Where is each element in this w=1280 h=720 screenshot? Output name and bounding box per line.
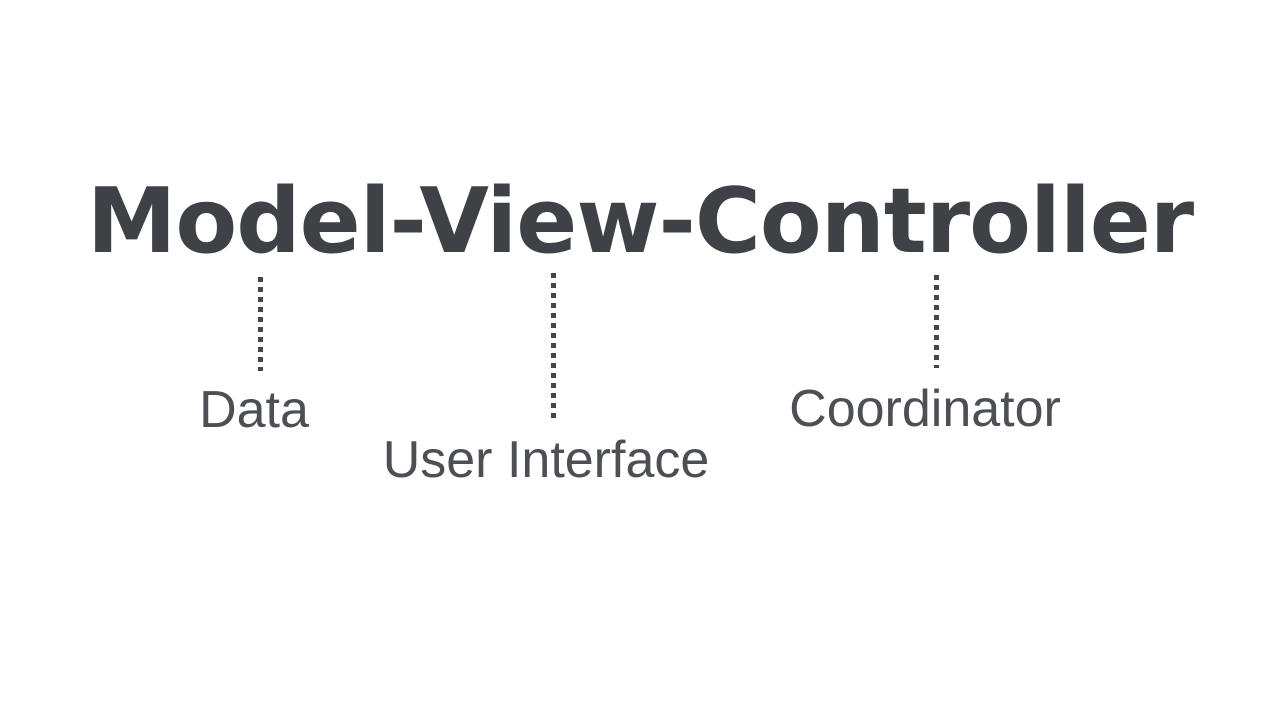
view-annotation-label: User Interface bbox=[382, 431, 710, 489]
diagram-title: Model-View-Controller bbox=[86, 169, 1194, 274]
model-annotation-label: Data bbox=[199, 381, 309, 439]
view-connector-dotted-line bbox=[551, 273, 556, 420]
controller-connector-dotted-line bbox=[934, 275, 939, 368]
controller-annotation-label: Coordinator bbox=[789, 380, 1061, 438]
model-connector-dotted-line bbox=[258, 277, 263, 371]
